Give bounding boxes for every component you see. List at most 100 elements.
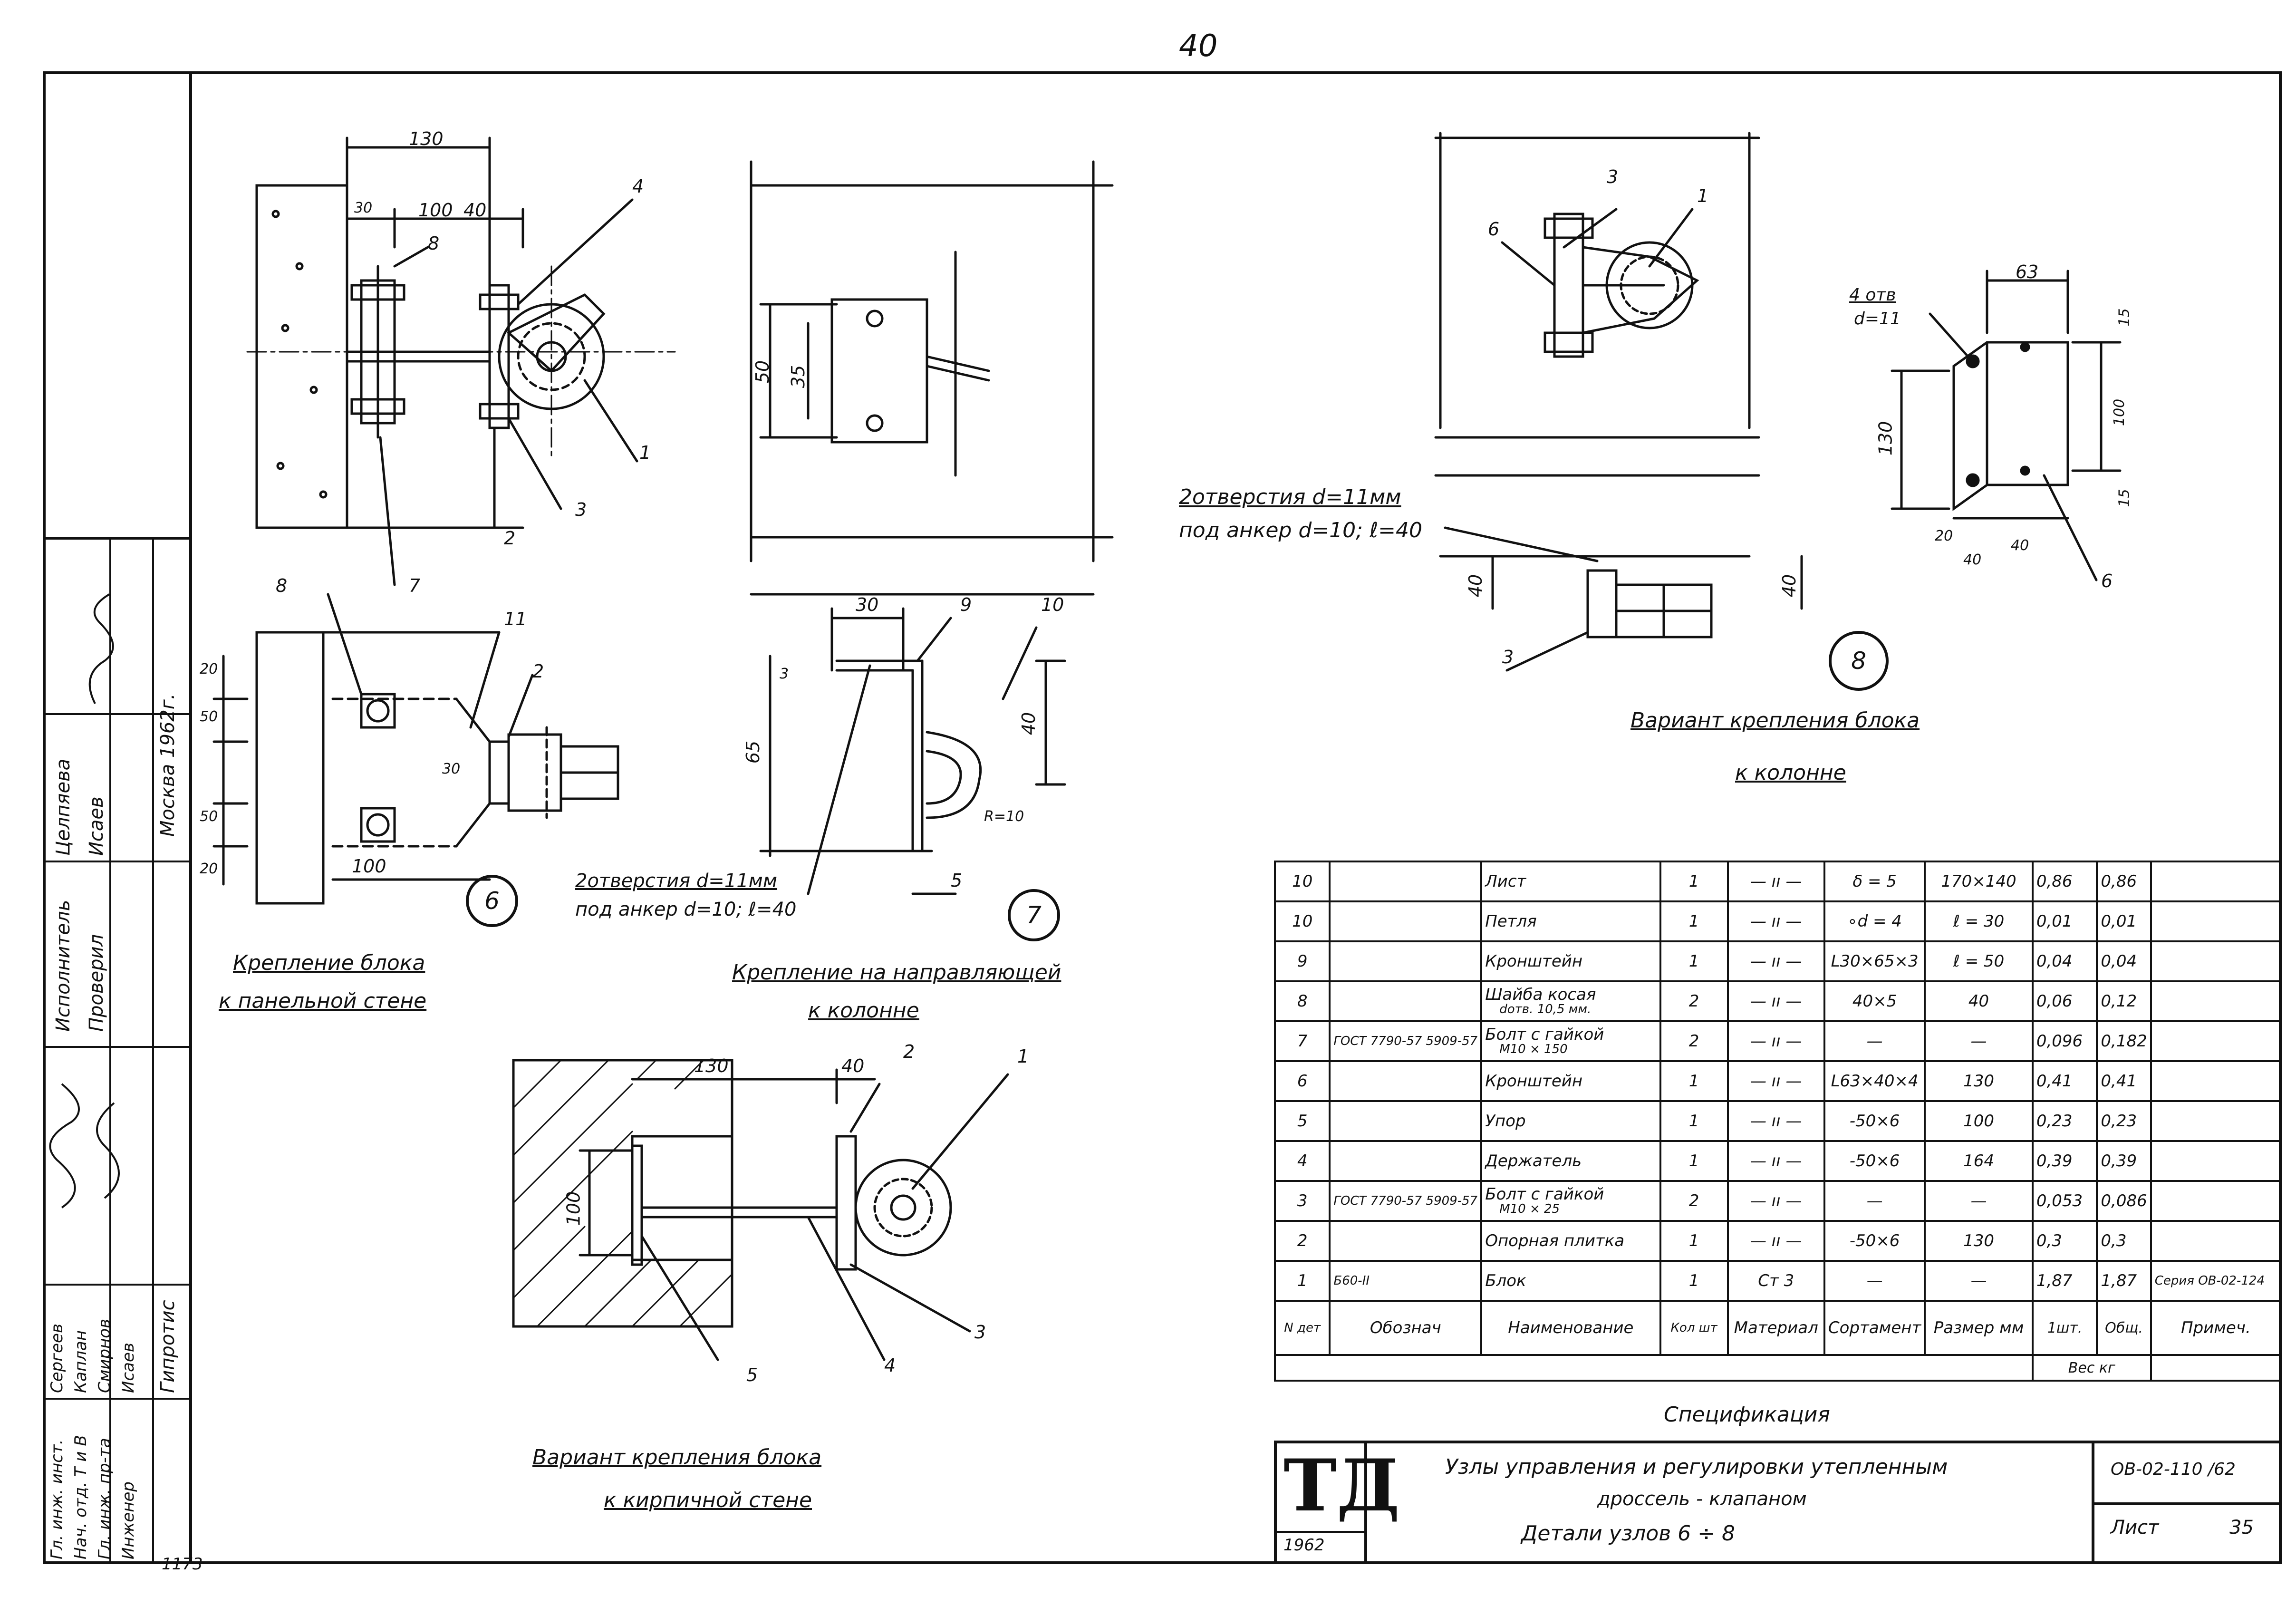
sheet-title-2: дроссель - клапаном: [1597, 1488, 1807, 1510]
node6-caption-1: Крепление блока: [233, 951, 425, 975]
node8-top-view: [1436, 133, 1759, 437]
signature-chief: [50, 1084, 79, 1208]
spec-cell-w1: 0,23: [2031, 1100, 2098, 1142]
hdr-sortament: Сортамент: [1823, 1300, 1926, 1356]
node6-plan-view: [214, 594, 618, 903]
spec-cell-obozn: [1329, 940, 1483, 982]
spec-cell-w1: 0,04: [2031, 940, 2098, 982]
spec-cell-wt: 0,12: [2096, 980, 2152, 1022]
n8-leader-6: 6: [1488, 219, 1500, 240]
spec-cell-sort: L30×65×3: [1823, 940, 1926, 982]
spec-cell-w1: 1,87: [2031, 1260, 2098, 1302]
spec-cell-det: 5: [1273, 1100, 1331, 1142]
spec-cell-det: 10: [1273, 861, 1331, 902]
spec-cell-note: [2150, 1060, 2282, 1102]
dim-130: 130: [409, 128, 444, 149]
spec-cell-note: [2150, 1180, 2282, 1222]
brick-variant-view: [513, 1060, 1008, 1360]
plan-leader-11: 11: [504, 609, 527, 629]
node6-caption-2: к панельной стене: [219, 989, 427, 1013]
spec-cell-sort: 40×5: [1823, 980, 1926, 1022]
spec-weight-row: Вес кг: [1274, 1354, 2282, 1382]
plan-dim-20a: 20: [200, 661, 218, 677]
spec-cell-w1: 0,096: [2031, 1020, 2098, 1062]
spec-cell-w1: 0,41: [2031, 1060, 2098, 1102]
dim-30: 30: [354, 200, 373, 216]
sheet-list-label: Лист: [2111, 1517, 2159, 1538]
n8-leader-1: 1: [1697, 185, 1709, 206]
sheet-title-3: Детали узлов 6 ÷ 8: [1521, 1521, 1735, 1546]
spec-cell-sort: L63×40×4: [1823, 1060, 1926, 1102]
spec-cell-obozn: ГОСТ 7790-57 5909-57: [1329, 1180, 1483, 1222]
spec-cell-det: 10: [1273, 900, 1331, 942]
signature-executor: [90, 594, 113, 704]
brick-leader-3: 3: [974, 1322, 986, 1343]
spec-cell-det: 2: [1273, 1220, 1331, 1262]
spec-cell-wt: 0,23: [2096, 1100, 2152, 1142]
leader-1: 1: [639, 442, 651, 463]
spec-cell-wt: 0,86: [2096, 861, 2152, 902]
stamp-row-3: [43, 1046, 192, 1048]
hdr-weight-total: Общ.: [2096, 1300, 2152, 1356]
leader-8: 8: [428, 233, 440, 254]
plan-leader-8: 8: [276, 575, 288, 596]
bracket-dim-40b: 40: [2011, 537, 2029, 554]
spec-cell-mat: — ıı —: [1727, 1220, 1825, 1262]
spec-cell-sort: -50×6: [1823, 1140, 1926, 1182]
spec-name-sub: М10 × 25: [1499, 1202, 1560, 1216]
spec-cell-qty: 1: [1659, 1060, 1729, 1102]
sheet-title-1: Узлы управления и регулировки утепленным: [1445, 1455, 1948, 1479]
spec-cell-size: —: [1924, 1260, 2034, 1302]
node7-front-view: [751, 162, 1112, 561]
spec-cell-size: 130: [1924, 1060, 2034, 1102]
outer-frame: [43, 71, 2282, 1564]
spec-cell-name: Упор: [1480, 1100, 1661, 1142]
n7-dim-3: 3: [780, 666, 789, 682]
n7-leader-9: 9: [960, 594, 972, 615]
plan-dim-50a: 50: [200, 708, 218, 725]
spec-cell-sort: —: [1823, 1180, 1926, 1222]
spec-cell-wt: 0,01: [2096, 900, 2152, 942]
spec-cell-obozn: [1329, 1220, 1483, 1262]
spec-cell-size: —: [1924, 1180, 2034, 1222]
spec-cell-sort: —: [1823, 1020, 1926, 1062]
leader-4: 4: [632, 176, 644, 197]
brick-dim-130: 130: [694, 1055, 729, 1076]
bracket-leader-6: 6: [2101, 571, 2113, 591]
spec-cell-qty: 2: [1659, 1020, 1729, 1062]
hdr-size: Размер мм: [1924, 1300, 2034, 1356]
hdr-qty: Кол шт: [1659, 1300, 1729, 1356]
n7-dim-30: 30: [856, 594, 879, 615]
spec-cell-sort: —: [1823, 1260, 1926, 1302]
tb-divider-1: [1364, 1441, 1367, 1564]
spec-cell-w1: 0,39: [2031, 1140, 2098, 1182]
n8-note-2: под анкер d=10; ℓ=40: [1179, 518, 1423, 542]
spec-cell-w1: 0,01: [2031, 900, 2098, 942]
spec-cell-wt: 1,87: [2096, 1260, 2152, 1302]
hdr-weight: 1шт.: [2031, 1300, 2098, 1356]
spec-cell-note: [2150, 940, 2282, 982]
bottom-code: 1173: [162, 1555, 203, 1574]
spec-cell-obozn: [1329, 1100, 1483, 1142]
hdr-note: Примеч.: [2150, 1300, 2282, 1356]
spec-name-sub: М10 × 150: [1499, 1042, 1568, 1056]
spec-cell-det: 6: [1273, 1060, 1331, 1102]
n8-note-1: 2отверстия d=11мм: [1179, 485, 1401, 509]
spec-cell-note: [2150, 1100, 2282, 1142]
spec-name: Болт с гайкой: [1485, 1025, 1604, 1044]
spec-cell-qty: 1: [1659, 1260, 1729, 1302]
binding-line: [189, 71, 192, 1564]
spec-cell-mat: — ıı —: [1727, 861, 1825, 902]
sheet-year: 1962: [1283, 1536, 1325, 1555]
spec-cell-wt: 0,39: [2096, 1140, 2152, 1182]
node7-mark: 7: [1008, 889, 1060, 941]
spec-cell-obozn: [1329, 861, 1483, 902]
